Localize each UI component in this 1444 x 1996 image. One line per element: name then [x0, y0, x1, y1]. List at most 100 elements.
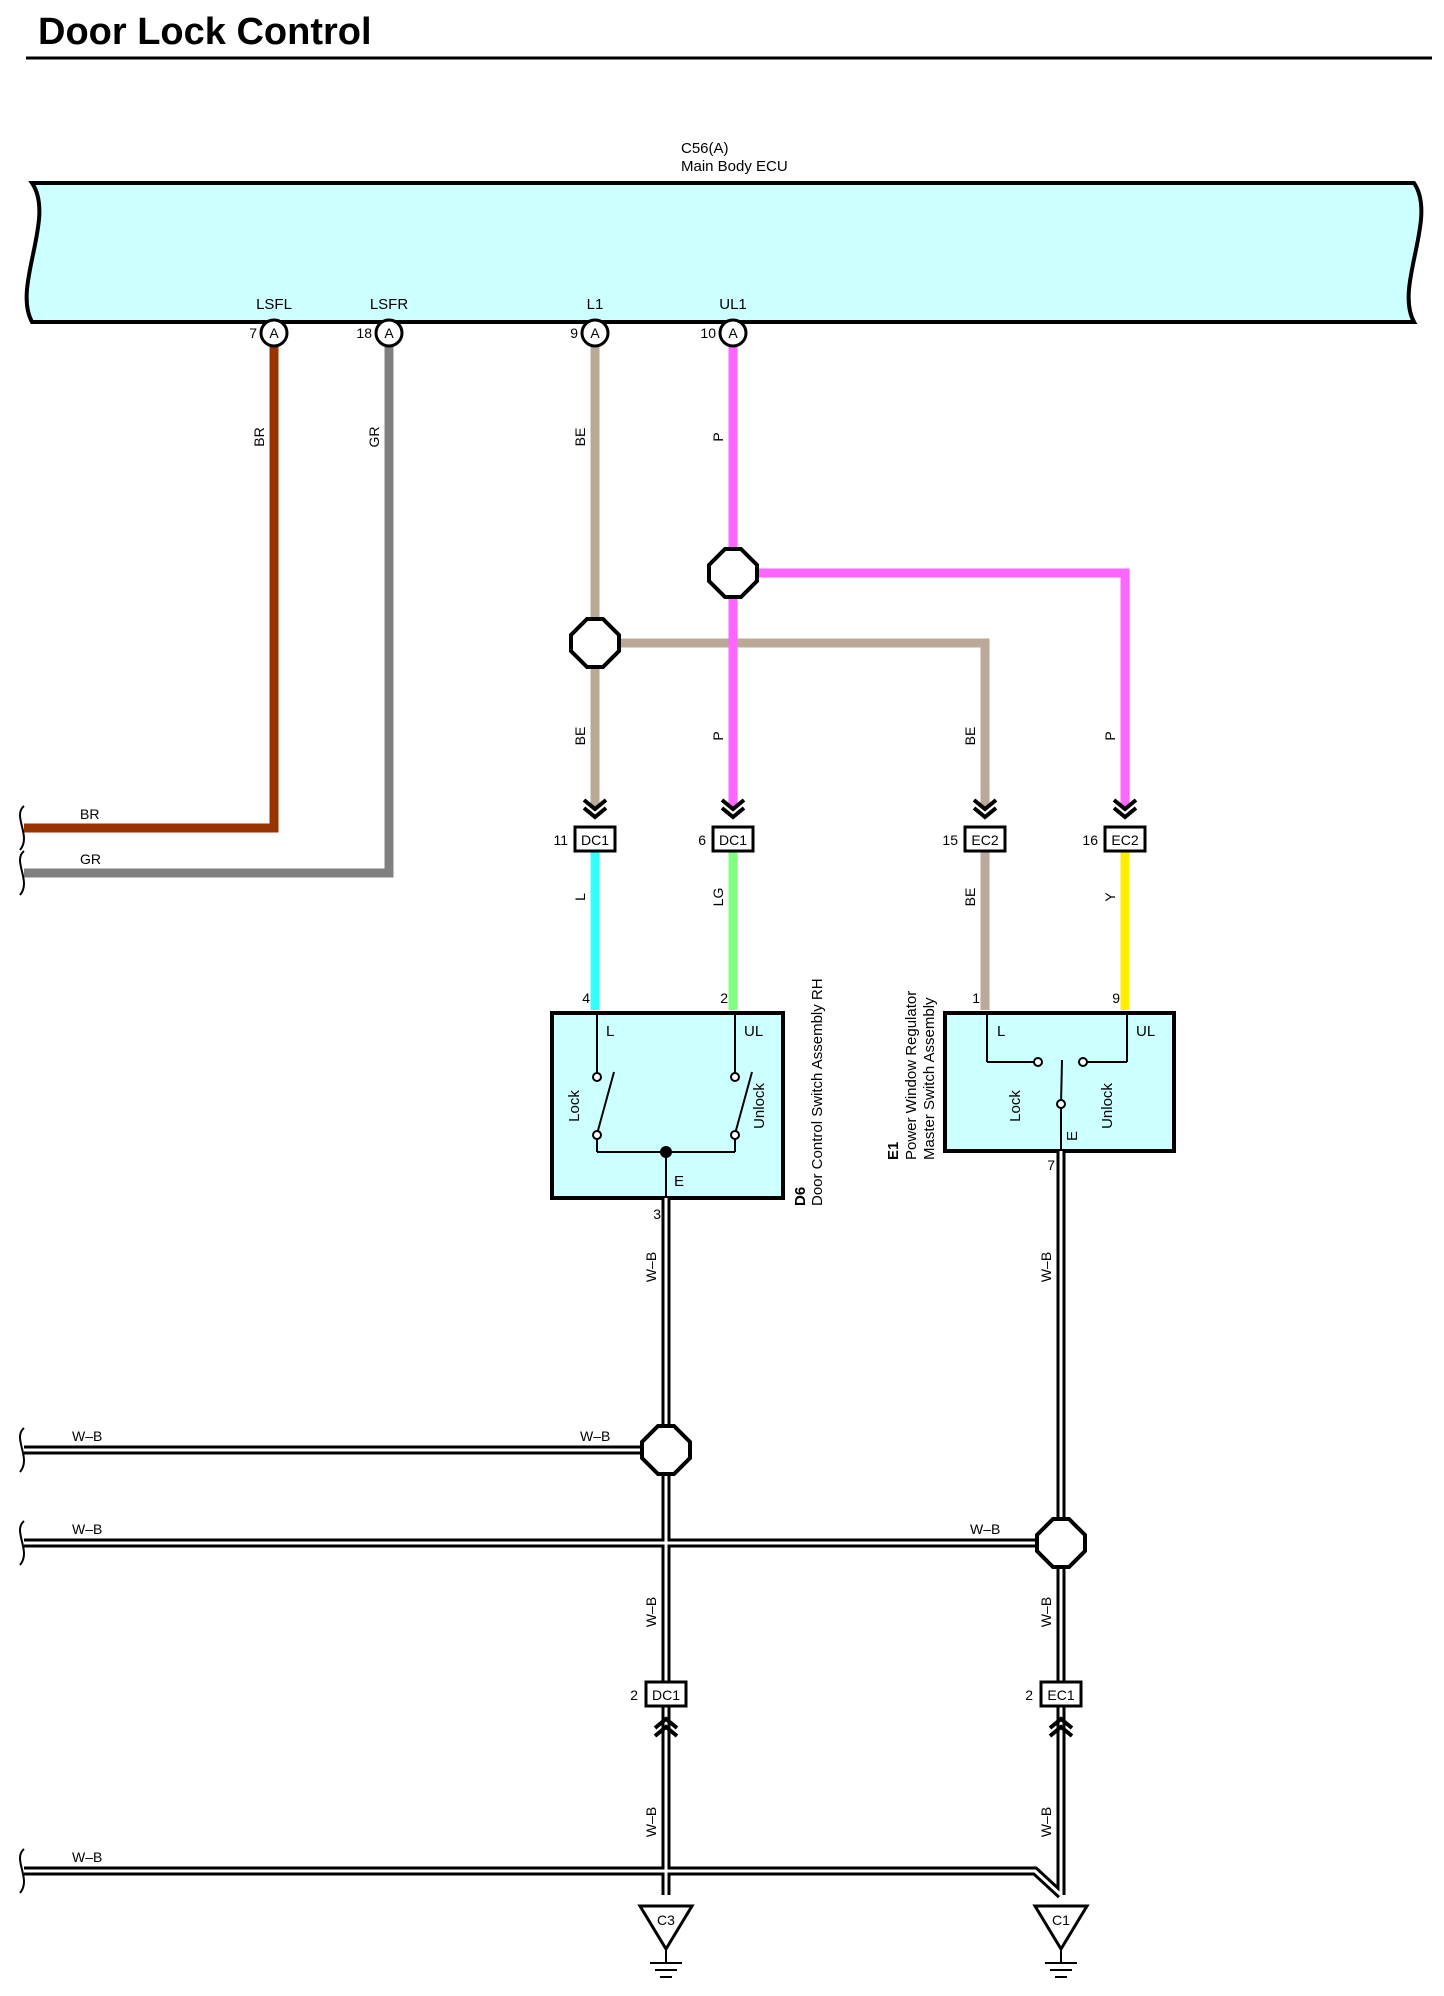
wire-label-p-upper: P: [710, 432, 726, 441]
wire-label-y: Y: [1102, 892, 1118, 902]
e1-terminal-e: E: [1064, 1131, 1081, 1141]
svg-text:A: A: [269, 325, 279, 341]
wire-p-branch: [733, 568, 1130, 808]
wire-break-gr: [19, 850, 25, 896]
e1-name-line1: Power Window Regulator: [903, 991, 920, 1160]
d6-terminal-l: L: [606, 1023, 614, 1040]
splice-wb-2: [1035, 1517, 1087, 1569]
svg-text:DC1: DC1: [719, 832, 747, 848]
svg-text:A: A: [384, 325, 394, 341]
ecu-pin-ul1: 10: [700, 325, 716, 341]
ecu-terminal-lsfl: LSFL: [256, 296, 292, 313]
d6-pin-l: 4: [582, 990, 590, 1006]
wire-label-gr-upper: GR: [366, 427, 382, 448]
d6-terminal-ul: UL: [744, 1023, 763, 1040]
connector-ec1-2: EC1: [1039, 1680, 1083, 1708]
wire-be-branch: [595, 638, 990, 808]
e1-switch: [986, 1013, 1128, 1151]
wire-label-wb-splice-2: W–B: [970, 1521, 1000, 1537]
ecu-terminal-circle-ul1: A: [718, 318, 748, 348]
wire-break-wb-3: [19, 1848, 25, 1894]
wire-label-wb-d6: W–B: [643, 1252, 659, 1282]
ground-wires: [24, 1151, 1066, 1899]
connector-pin-dc1-6: 6: [698, 832, 706, 848]
wire-break-wb-1: [19, 1427, 25, 1473]
ecu-terminal-circle-lsfl: A: [259, 318, 289, 348]
wire-label-wb-ground-e1: W–B: [1038, 1807, 1054, 1837]
svg-text:A: A: [590, 325, 600, 341]
d6-box: [550, 1011, 785, 1200]
connector-dc1-11: DC1: [573, 825, 617, 853]
wire-break-br: [19, 805, 25, 851]
wire-label-be-lower: BE: [962, 888, 978, 907]
svg-text:DC1: DC1: [581, 832, 609, 848]
connector-pin-dc1-11: 11: [553, 832, 568, 848]
svg-text:A: A: [728, 325, 738, 341]
e1-pin-l: 1: [972, 990, 980, 1006]
splice-p: [707, 547, 759, 599]
ecu-terminal-lsfr: LSFR: [370, 296, 409, 313]
connector-pin-dc1-2: 2: [630, 1687, 638, 1703]
d6-unlock-label: Unlock: [751, 1083, 768, 1129]
connector-ec2-15: EC2: [963, 825, 1007, 853]
d6-pin-ul: 2: [720, 990, 728, 1006]
wire-label-wb-d6-lower: W–B: [643, 1597, 659, 1627]
d6-lock-switch: [592, 1013, 753, 1198]
wire-label-p-right: P: [1102, 731, 1118, 740]
e1-lock-label: Lock: [1007, 1090, 1024, 1122]
splice-be: [569, 617, 621, 669]
wire-label-be-mid: BE: [572, 727, 588, 746]
connector-pin-ec2-16: 16: [1082, 832, 1098, 848]
svg-text:DC1: DC1: [652, 1687, 680, 1703]
wire-label-lg: LG: [710, 888, 726, 907]
ecu-name: Main Body ECU: [681, 158, 788, 175]
wire-label-wb-left-2: W–B: [72, 1521, 102, 1537]
wire-label-wb-e1: W–B: [1038, 1252, 1054, 1282]
svg-text:EC2: EC2: [1111, 832, 1138, 848]
page-title: Door Lock Control: [38, 11, 372, 53]
e1-code: E1: [885, 1142, 902, 1160]
wire-label-br-upper: BR: [251, 427, 267, 446]
ecu-pin-lsfr: 18: [356, 325, 372, 341]
svg-text:C1: C1: [1052, 1912, 1070, 1928]
wire-label-wb-left-1: W–B: [72, 1428, 102, 1444]
svg-text:EC1: EC1: [1047, 1687, 1074, 1703]
e1-pin-ul: 9: [1112, 990, 1120, 1006]
d6-code: D6: [792, 1187, 809, 1206]
connector-dc1-2: DC1: [644, 1680, 688, 1708]
wire-label-wb-ground-d6: W–B: [643, 1807, 659, 1837]
connector-ec2-16: EC2: [1103, 825, 1147, 853]
wire-label-wb-left-3: W–B: [72, 1849, 102, 1865]
e1-terminal-ul: UL: [1136, 1023, 1155, 1040]
wire-br: [24, 338, 279, 833]
ecu-box: [24, 181, 1424, 324]
e1-terminal-l: L: [997, 1023, 1005, 1040]
d6-terminal-e: E: [674, 1173, 684, 1190]
wire-label-gr-left: GR: [80, 851, 101, 867]
svg-text:EC2: EC2: [971, 832, 998, 848]
e1-pin-e: 7: [1047, 1157, 1055, 1173]
e1-unlock-label: Unlock: [1099, 1083, 1116, 1129]
wire-label-l: L: [572, 893, 588, 901]
wire-label-be-upper: BE: [572, 428, 588, 447]
ground-c3: C3: [637, 1904, 695, 1978]
connector-pin-ec2-15: 15: [942, 832, 958, 848]
ground-c1: C1: [1032, 1904, 1090, 1978]
d6-lock-label: Lock: [566, 1090, 583, 1122]
ecu-terminal-ul1: UL1: [719, 296, 747, 313]
connector-pin-ec1-2: 2: [1025, 1687, 1033, 1703]
wire-label-p-mid: P: [710, 731, 726, 740]
ecu-terminal-circle-l1: A: [580, 318, 610, 348]
ecu-pin-lsfl: 7: [249, 325, 257, 341]
ecu-pin-l1: 9: [570, 325, 578, 341]
wire-label-be-right: BE: [962, 727, 978, 746]
e1-box: [943, 1011, 1176, 1153]
e1-name-line2: Master Switch Assembly: [921, 997, 938, 1160]
wire-label-wb-e1-lower: W–B: [1038, 1597, 1054, 1627]
ecu-terminal-l1: L1: [587, 296, 604, 313]
ecu-terminal-circle-lsfr: A: [374, 318, 404, 348]
svg-text:C3: C3: [657, 1912, 675, 1928]
ecu-code: C56(A): [681, 140, 729, 157]
wire-gr: [24, 338, 394, 878]
